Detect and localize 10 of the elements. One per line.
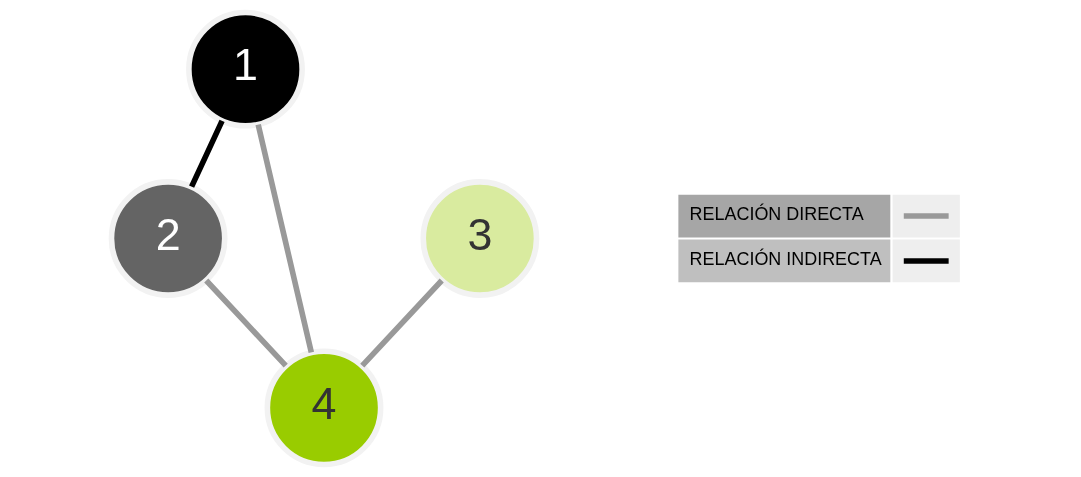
connector [359,278,444,368]
node-circle: 4 [264,348,383,468]
node-circle: 1 [185,9,305,129]
connector [203,278,288,368]
node-circle: 2 [108,179,228,298]
legend-label: RELACIÓN DIRECTA [689,204,864,225]
node-circle: 3 [419,179,539,298]
connector [188,119,225,188]
connector [254,124,314,353]
legend-label: RELACIÓN INDIRECTA [689,249,882,270]
